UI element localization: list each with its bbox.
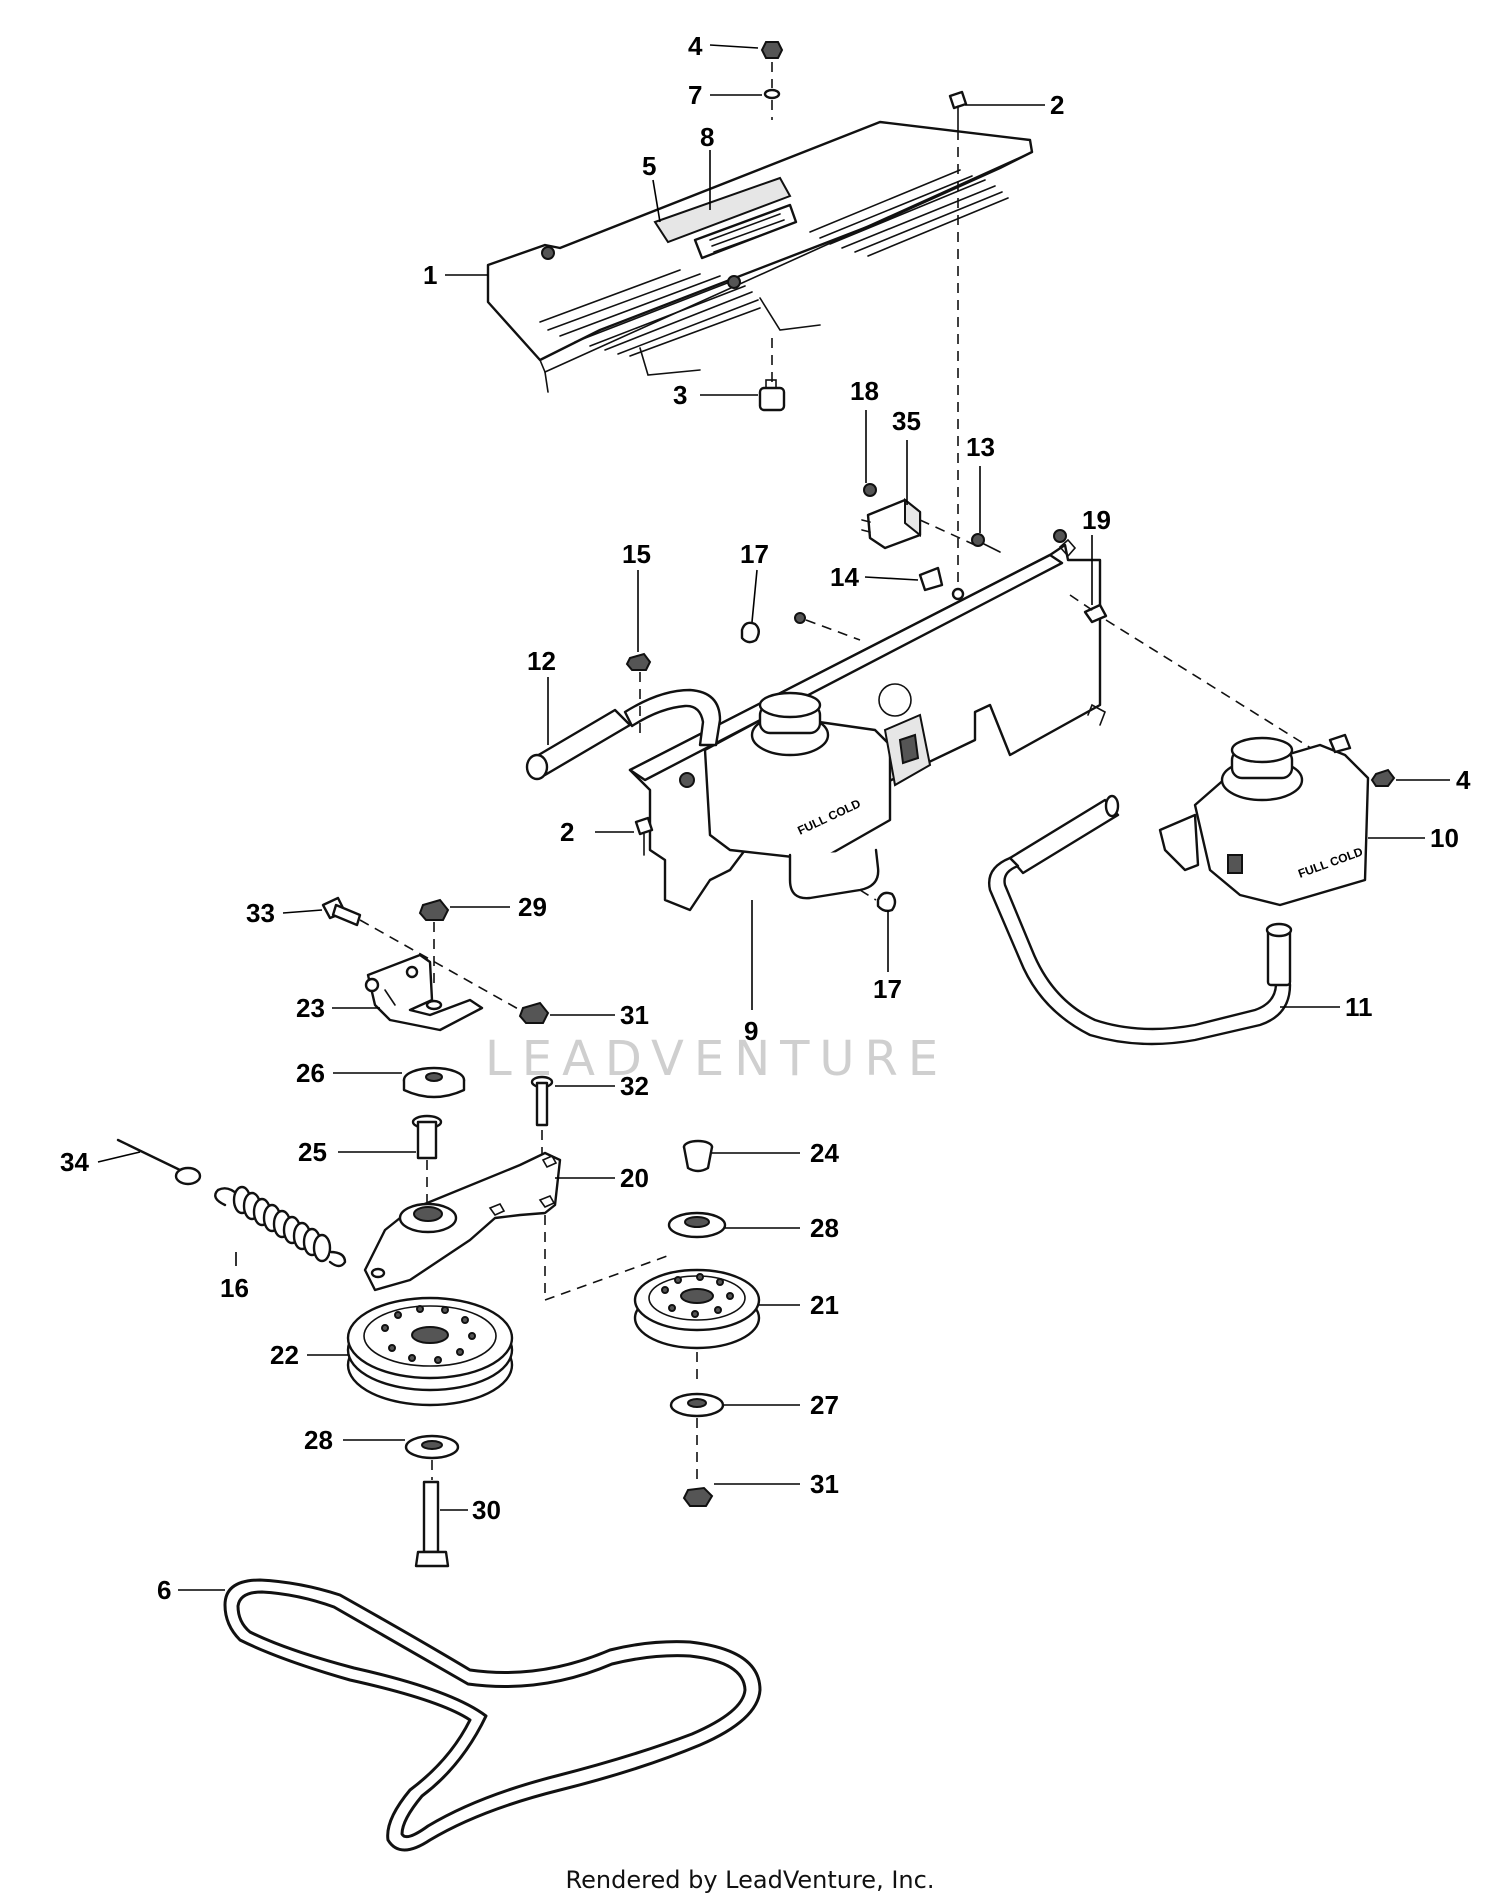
bolt-33 (321, 896, 521, 1011)
watermark: LEADVENTURE (485, 1031, 948, 1087)
callout-4-right: 4 (1456, 765, 1471, 795)
nut-31-top (518, 1001, 550, 1024)
pulley-21 (633, 1268, 761, 1350)
reservoir-tank-left: FULL COLD (703, 691, 932, 900)
callout-14: 14 (830, 562, 859, 592)
callout-23: 23 (296, 993, 325, 1023)
bolt-30 (414, 1480, 450, 1568)
callout-3: 3 (673, 380, 687, 410)
callout-17-bottom: 17 (873, 974, 902, 1004)
clip-17-bottom (859, 889, 897, 913)
bearing-28-top (667, 1211, 727, 1239)
washer-27 (669, 1352, 725, 1418)
control-panel-plate (486, 120, 1034, 393)
nut-top (760, 41, 784, 120)
callout-4-top: 4 (688, 31, 703, 61)
callout-17-top: 17 (740, 539, 769, 569)
callout-22: 22 (270, 1340, 299, 1370)
callout-27: 27 (810, 1390, 839, 1420)
callout-31-top: 31 (620, 1000, 649, 1030)
callout-28-left: 28 (304, 1425, 333, 1455)
nut-15 (625, 652, 652, 671)
bumper (758, 338, 786, 412)
reservoir-tank-right: FULL COLD (1158, 733, 1396, 907)
callouts: 4 7 2 8 5 1 3 18 35 13 19 15 17 14 12 4 (60, 31, 1471, 1605)
nut-29 (418, 898, 450, 921)
callout-25: 25 (298, 1137, 327, 1167)
callout-2-top: 2 (1050, 90, 1064, 120)
callout-7: 7 (688, 80, 702, 110)
callout-5: 5 (642, 151, 656, 181)
callout-10: 10 (1430, 823, 1459, 853)
bolt-frame-left (794, 612, 861, 641)
callout-28-right: 28 (810, 1213, 839, 1243)
callout-11: 11 (1345, 992, 1373, 1022)
callout-26: 26 (296, 1058, 325, 1088)
callout-32: 32 (620, 1071, 649, 1101)
pin-32 (530, 1075, 554, 1155)
callout-29: 29 (518, 892, 547, 922)
bolt-lower (634, 816, 654, 856)
eyebolt-34 (116, 1138, 202, 1186)
bolt-top (948, 90, 968, 590)
callout-35: 35 (892, 406, 921, 436)
callout-8: 8 (700, 122, 714, 152)
belt-6 (223, 1578, 762, 1852)
callout-9: 9 (744, 1016, 758, 1046)
callout-31-bottom: 31 (810, 1469, 839, 1499)
callout-21: 21 (810, 1290, 839, 1320)
callout-1: 1 (423, 260, 437, 290)
steering-grip-left (525, 688, 722, 781)
nut-31-bottom (682, 1418, 714, 1507)
idler-arm-20 (363, 1151, 671, 1301)
relay-35 (861, 483, 976, 550)
callout-15: 15 (622, 539, 651, 569)
callout-30: 30 (472, 1495, 501, 1525)
callout-20: 20 (620, 1163, 649, 1193)
clip-17-top (740, 621, 760, 644)
pin-19 (1069, 594, 1331, 761)
callout-2-lower: 2 (560, 817, 574, 847)
bushing-25 (411, 1114, 443, 1205)
bearing-28-bottom (404, 1434, 460, 1480)
bracket-23 (364, 953, 484, 1032)
bushing-24 (682, 1139, 714, 1173)
callout-16: 16 (220, 1273, 249, 1303)
callout-18: 18 (850, 376, 879, 406)
spring-16 (214, 1185, 347, 1268)
clip-14 (918, 566, 944, 592)
callout-19: 19 (1082, 505, 1111, 535)
spacer-26 (402, 1066, 466, 1099)
callout-33: 33 (246, 898, 275, 928)
hose (988, 794, 1293, 1046)
callout-34: 34 (60, 1147, 89, 1177)
bolt-13 (971, 533, 1001, 553)
callout-13: 13 (966, 432, 995, 462)
callout-6: 6 (157, 1575, 171, 1605)
callout-12: 12 (527, 646, 556, 676)
pulley-22 (346, 1296, 514, 1407)
callout-24: 24 (810, 1138, 839, 1168)
footer-credit: Rendered by LeadVenture, Inc. (565, 1866, 935, 1894)
